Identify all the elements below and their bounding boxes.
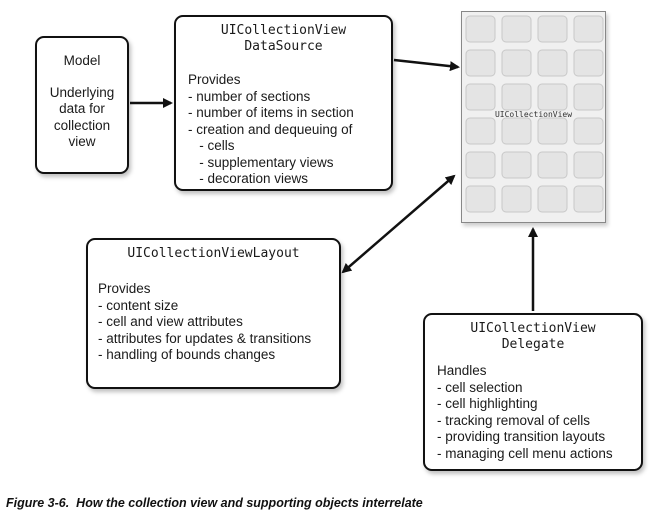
- delegate-title: UICollectionView Delegate: [470, 321, 596, 352]
- datasource-title: UICollectionView DataSource: [220, 23, 347, 54]
- datasource-box: UICollectionView DataSource Provides - n…: [174, 15, 393, 191]
- collection-view-cell: [537, 151, 568, 179]
- collection-view-cell: [537, 15, 568, 43]
- datasource-body: Provides - number of sections - number o…: [188, 72, 354, 186]
- collection-view-cell: [537, 185, 568, 213]
- model-title: Model: [63, 53, 101, 68]
- collection-view-cell: [573, 49, 604, 77]
- layout-title: UICollectionViewLayout: [127, 246, 300, 261]
- collection-view-cell: [501, 15, 532, 43]
- model-box: Model Underlying data for collection vie…: [35, 36, 129, 174]
- collection-view-cell: [573, 15, 604, 43]
- collection-view-cell: [465, 185, 496, 213]
- collection-view-cell: [501, 49, 532, 77]
- layout-body: Provides - content size - cell and view …: [98, 281, 312, 362]
- collection-view-panel: [461, 11, 606, 223]
- datasource-to-collectionview-arrow: [393, 58, 460, 72]
- collection-view-cell: [465, 117, 496, 145]
- collection-view-cell: [573, 151, 604, 179]
- collection-view-label: UICollectionView: [494, 110, 573, 119]
- delegate-body: Handles - cell selection - cell highligh…: [437, 363, 613, 461]
- collection-view-cell: [573, 117, 604, 145]
- collection-view-cell: [537, 117, 568, 145]
- collection-view-cell: [501, 117, 532, 145]
- collection-view-cell: [501, 151, 532, 179]
- collection-view-cell: [465, 83, 496, 111]
- layout-collectionview-arrow: [341, 174, 456, 274]
- collection-view-cell: [465, 15, 496, 43]
- figure-number: Figure 3-6.: [6, 496, 70, 510]
- collection-view-cell: [537, 83, 568, 111]
- model-description: Underlying data for collection view: [49, 84, 115, 150]
- collection-view-cell: [573, 83, 604, 111]
- collection-view-cell: [573, 185, 604, 213]
- collection-view-cell: [501, 185, 532, 213]
- layout-box: UICollectionViewLayout Provides - conten…: [86, 238, 341, 389]
- collection-view-cell: [465, 49, 496, 77]
- figure-caption-text: How the collection view and supporting o…: [76, 496, 423, 510]
- delegate-box: UICollectionView Delegate Handles - cell…: [423, 313, 643, 471]
- collection-view-cell: [537, 49, 568, 77]
- collection-view-cell: [501, 83, 532, 111]
- collection-view-grid: [465, 15, 604, 213]
- collection-view-cell: [465, 151, 496, 179]
- figure-caption: Figure 3-6. How the collection view and …: [6, 496, 423, 510]
